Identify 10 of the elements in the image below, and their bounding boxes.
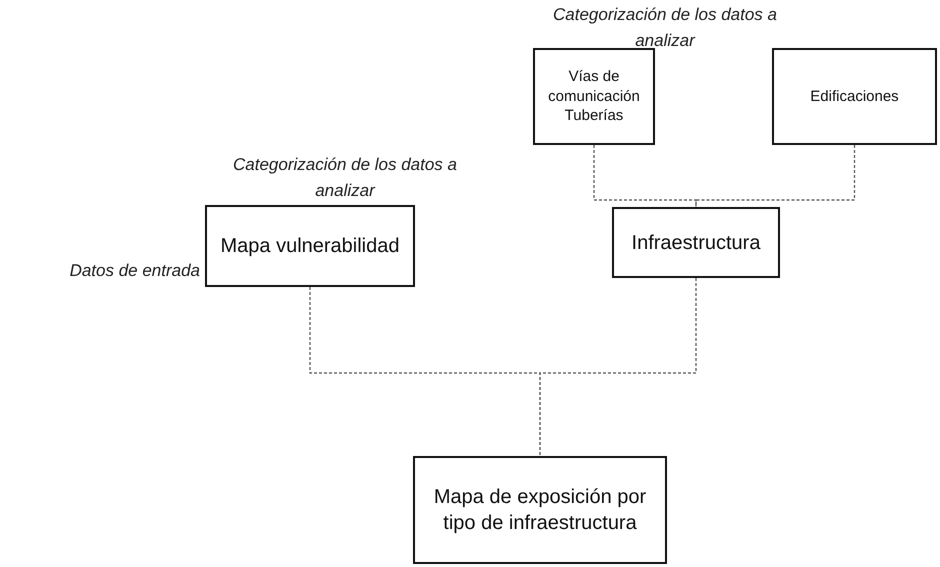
process-box: Mapa vulnerabilidad [205, 205, 415, 287]
process-box: Edificaciones [772, 48, 937, 145]
process-box: Mapa de exposición por tipo de infraestructura [413, 456, 667, 564]
annotation-text: Categorización de los datos a analizar [232, 154, 458, 202]
connector-line [695, 145, 856, 207]
process-box: Infraestructura [612, 207, 780, 278]
connector-line [593, 145, 697, 207]
process-box: Vías de comunicación Tuberías [533, 48, 655, 145]
annotation-text: Datos de entrada [68, 260, 200, 282]
connector-line [539, 278, 697, 456]
